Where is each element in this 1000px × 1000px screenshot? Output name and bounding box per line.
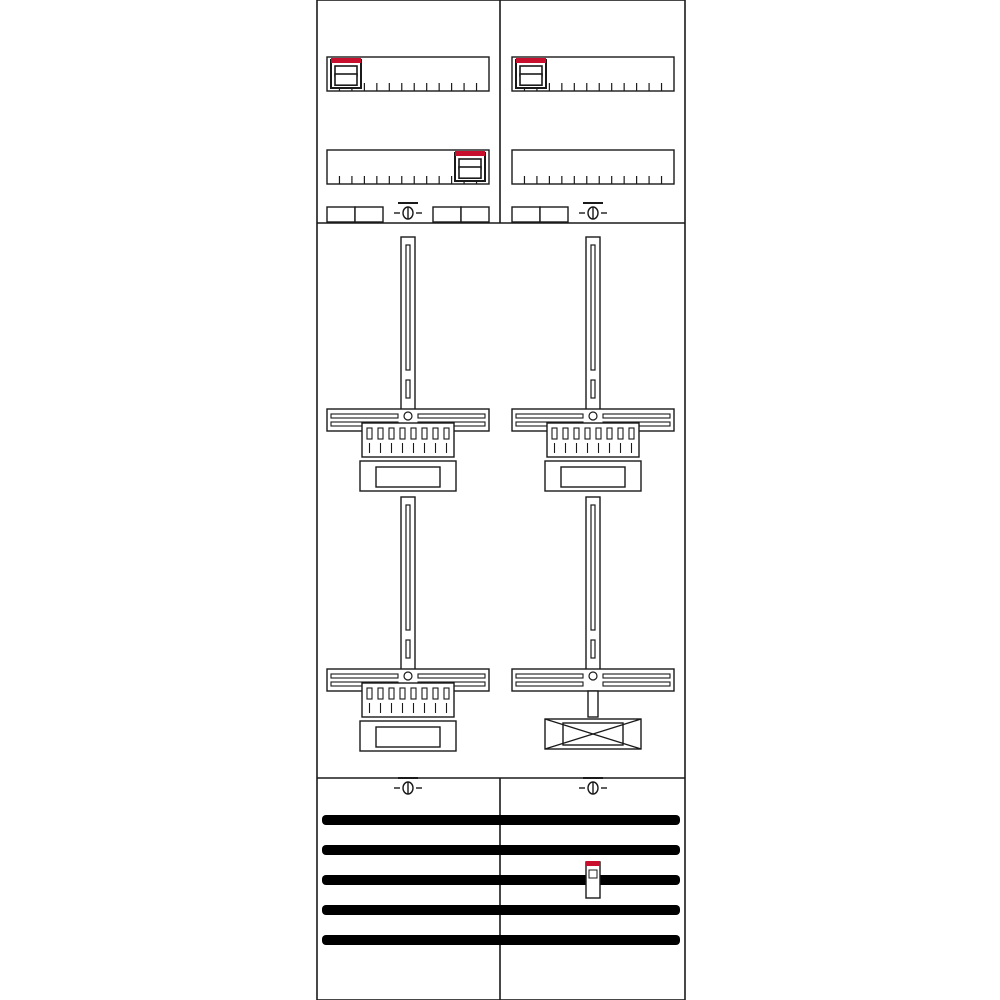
terminal-block-icon — [354, 206, 384, 223]
meter-place-bottom-left — [326, 496, 490, 752]
terminal-block-icon — [511, 206, 541, 223]
meter-place-top-right — [511, 236, 675, 492]
circuit-breaker-icon — [454, 151, 486, 182]
meter-place-bottom-right — [511, 496, 675, 750]
terminal-block-group-col-1 — [326, 206, 490, 223]
fuse-symbol-icon — [394, 202, 422, 220]
busbar-icon — [322, 815, 680, 825]
terminal-block-icon — [326, 206, 356, 223]
fuse-symbol-icon — [579, 777, 607, 795]
terminal-block-icon — [539, 206, 569, 223]
terminal-block-icon — [432, 206, 462, 223]
rail-row-2-col-1 — [326, 149, 490, 185]
terminal-block-icon — [361, 682, 455, 718]
rail-row-1-col-1 — [326, 56, 490, 92]
terminal-block-icon — [460, 206, 490, 223]
rail-row-2-col-2 — [511, 149, 675, 185]
circuit-breaker-icon — [330, 58, 362, 89]
busbar-icon — [322, 845, 680, 855]
terminal-block-icon — [361, 422, 455, 458]
meter-place-top-left — [326, 236, 490, 492]
circuit-breaker-icon — [515, 58, 547, 89]
fuse-symbol-icon — [394, 777, 422, 795]
terminal-block-group-col-2 — [511, 206, 569, 223]
fuse-symbol-icon — [579, 202, 607, 220]
busbar-icon — [322, 875, 680, 885]
busbar-icon — [322, 905, 680, 915]
terminal-block-icon — [546, 422, 640, 458]
rail-row-1-col-2 — [511, 56, 675, 92]
busbar-icon — [322, 935, 680, 945]
circuit-breaker-icon — [585, 861, 601, 899]
